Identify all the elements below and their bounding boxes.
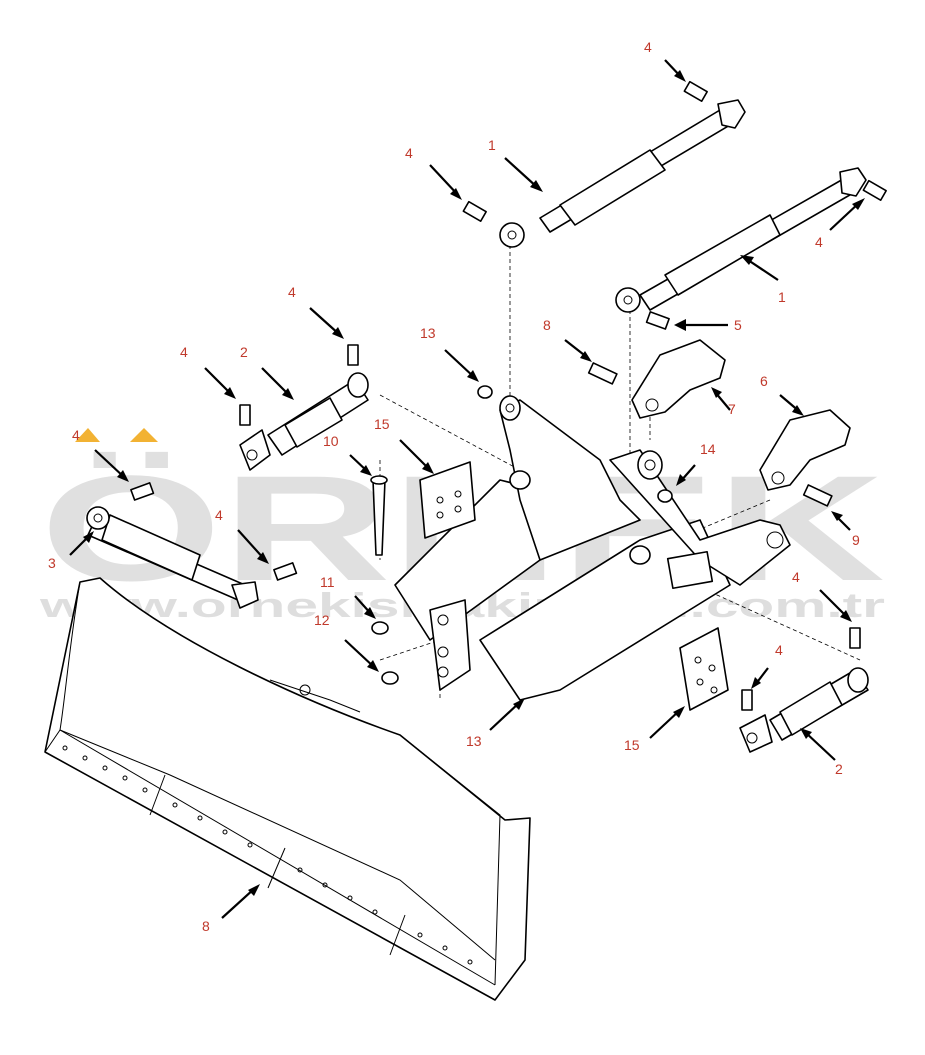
callout-8: 8 <box>543 317 551 333</box>
tilt-cylinder-upper-left <box>499 99 746 248</box>
logo-accent-left <box>75 428 100 442</box>
callout-15: 15 <box>624 737 640 753</box>
lift-cylinder-left <box>239 372 369 471</box>
callout-4: 4 <box>815 234 823 250</box>
leader-arrows <box>69 59 865 919</box>
callout-4: 4 <box>180 344 188 360</box>
callout-3: 3 <box>48 555 56 571</box>
callout-4: 4 <box>405 145 413 161</box>
callout-4: 4 <box>72 427 80 443</box>
callout-15: 15 <box>374 416 390 432</box>
bracket-7 <box>631 339 726 419</box>
callout-labels: 4 4 1 4 1 5 8 13 4 2 4 7 6 15 10 14 4 3 … <box>48 39 860 934</box>
angle-cylinder <box>86 506 259 609</box>
bracket-6 <box>759 409 851 491</box>
callout-4: 4 <box>775 642 783 658</box>
callout-2: 2 <box>240 344 248 360</box>
logo-accent-right <box>130 428 158 442</box>
push-frame <box>394 395 791 701</box>
wear-plate-upper <box>419 461 476 539</box>
callout-14: 13 <box>466 733 482 749</box>
wear-plate-lower <box>679 627 729 711</box>
callout-1: 1 <box>778 289 786 305</box>
callout-6: 6 <box>760 373 768 389</box>
callout-2: 2 <box>835 761 843 777</box>
lift-cylinder-right <box>739 667 869 753</box>
callout-13: 14 <box>700 441 716 457</box>
callout-8: 9 <box>852 532 860 548</box>
tilt-cylinder-upper-right <box>615 167 867 313</box>
dozer-blade <box>44 577 531 1001</box>
callout-13: 13 <box>420 325 436 341</box>
callout-10: 10 <box>323 433 339 449</box>
callout-9: 8 <box>202 918 210 934</box>
callout-4: 4 <box>792 569 800 585</box>
callout-5: 5 <box>734 317 742 333</box>
callout-7: 7 <box>728 401 736 417</box>
blade-bolt-holes <box>62 745 473 965</box>
pins-and-washers <box>130 80 887 711</box>
callout-1: 1 <box>488 137 496 153</box>
callout-4: 4 <box>215 507 223 523</box>
callout-12: 12 <box>314 612 330 628</box>
callout-11: 11 <box>320 574 335 590</box>
callout-4: 4 <box>644 39 652 55</box>
callout-4: 4 <box>288 284 296 300</box>
